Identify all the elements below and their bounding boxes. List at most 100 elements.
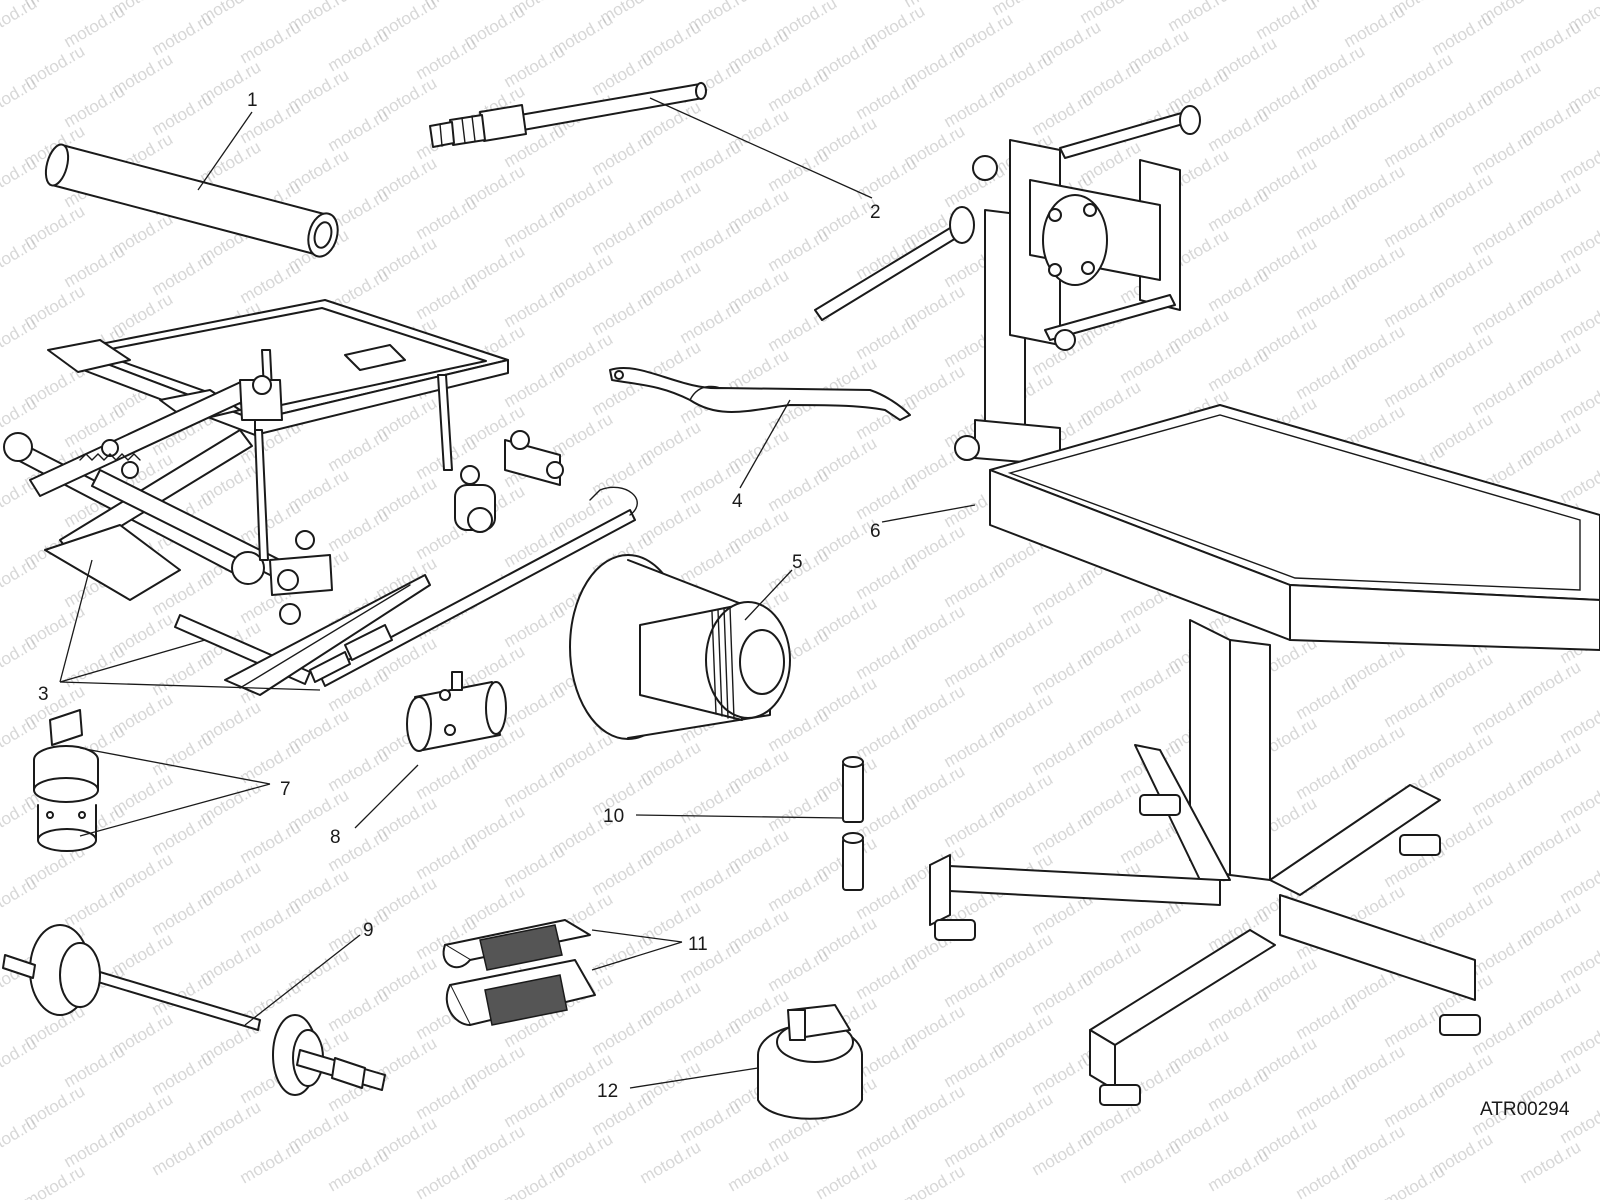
- watermark-text: motod.ru: [765, 145, 833, 195]
- watermark-text: motod.ru: [1117, 1137, 1185, 1187]
- watermark-text: motod.ru: [413, 193, 481, 243]
- watermark-text: motod.ru: [1293, 273, 1361, 323]
- watermark-text: motod.ru: [0, 0, 40, 43]
- part-1-tube: [44, 143, 339, 258]
- drawing-code: ATR00294: [1480, 1099, 1570, 1120]
- watermark-text: motod.ru: [765, 65, 833, 115]
- part-12-socket: [757, 1004, 863, 1120]
- watermark-text: motod.ru: [0, 233, 40, 283]
- part-5-threaded-flange: [569, 554, 791, 740]
- caster-back: [239, 375, 283, 421]
- watermark-text: motod.ru: [21, 1161, 89, 1200]
- watermark-text: motod.ru: [501, 841, 569, 891]
- watermark-text: motod.ru: [61, 1121, 129, 1171]
- watermark-text: motod.ru: [501, 681, 569, 731]
- watermark-text: motod.ru: [589, 129, 657, 179]
- watermark-text: motod.ru: [677, 217, 745, 267]
- watermark-text: motod.ru: [0, 313, 40, 363]
- part-8-pin-bush: [406, 671, 507, 752]
- watermark-text: motod.ru: [61, 881, 129, 931]
- watermark-text: motod.ru: [941, 1121, 1009, 1171]
- watermark-text: motod.ru: [413, 1073, 481, 1123]
- watermark-text: motod.ru: [149, 649, 217, 699]
- watermark-text: motod.ru: [0, 873, 40, 923]
- watermark-text: motod.ru: [149, 1129, 217, 1179]
- callout-7: 7: [280, 779, 291, 800]
- watermark-text: motod.ru: [1381, 361, 1449, 411]
- watermark-text: motod.ru: [1029, 89, 1097, 139]
- part-2-rod: [429, 82, 707, 148]
- watermark-text: motod.ru: [1029, 569, 1097, 619]
- watermark-text: motod.ru: [1205, 345, 1273, 395]
- watermark-text: motod.ru: [1293, 673, 1361, 723]
- watermark-text: motod.ru: [149, 1049, 217, 1099]
- watermark-text: motod.ru: [325, 1145, 393, 1195]
- watermark-text: motod.ru: [1029, 729, 1097, 779]
- part-3-lift-stand: [3, 299, 638, 696]
- watermark-text: motod.ru: [765, 865, 833, 915]
- watermark-text: motod.ru: [637, 1137, 705, 1187]
- watermark-text: motod.ru: [0, 553, 40, 603]
- watermark-text: motod.ru: [853, 73, 921, 123]
- watermark-text: motod.ru: [1469, 689, 1537, 739]
- watermark-text: motod.ru: [501, 201, 569, 251]
- watermark-text: motod.ru: [677, 857, 745, 907]
- watermark-text: motod.ru: [149, 809, 217, 859]
- watermark-text: motod.ru: [501, 1161, 569, 1200]
- watermark-text: motod.ru: [1117, 897, 1185, 947]
- watermark-text: motod.ru: [1557, 697, 1600, 747]
- callout-5: 5: [792, 552, 803, 573]
- part-11-split-bushing: [442, 919, 596, 1026]
- callout-11: 11: [688, 934, 708, 955]
- watermark-text: motod.ru: [765, 945, 833, 995]
- watermark-text: motod.ru: [1029, 1049, 1097, 1099]
- watermark-text: motod.ru: [501, 281, 569, 331]
- watermark-text: motod.ru: [589, 849, 657, 899]
- watermark-text: motod.ru: [1029, 809, 1097, 859]
- watermark-text: motod.ru: [589, 49, 657, 99]
- watermark-text: motod.ru: [1381, 1081, 1449, 1131]
- watermark-text: motod.ru: [0, 73, 40, 123]
- watermark-text: motod.ru: [325, 425, 393, 475]
- watermark-text: motod.ru: [1381, 281, 1449, 331]
- callout-1: 1: [247, 90, 258, 111]
- part-9-puller: [2, 924, 386, 1096]
- watermark-text: motod.ru: [677, 137, 745, 187]
- part-7-fitting: [33, 709, 99, 852]
- watermark-text: motod.ru: [853, 713, 921, 763]
- watermark-text: motod.ru: [413, 33, 481, 83]
- watermark-text: motod.ru: [677, 1097, 745, 1147]
- watermark-text: motod.ru: [325, 745, 393, 795]
- watermark-text: motod.ru: [149, 249, 217, 299]
- watermark-text: motod.ru: [1469, 209, 1537, 259]
- watermark-text: motod.ru: [1469, 769, 1537, 819]
- watermark-text: motod.ru: [1293, 753, 1361, 803]
- watermark-text: motod.ru: [765, 785, 833, 835]
- part-10-pins: [842, 756, 864, 891]
- watermark-text: motod.ru: [413, 753, 481, 803]
- watermark-text: motod.ru: [1293, 993, 1361, 1043]
- watermark-text: motod.ru: [61, 81, 129, 131]
- watermark-text: motod.ru: [1029, 969, 1097, 1019]
- callout-6: 6: [870, 521, 881, 542]
- watermark-text: motod.ru: [941, 561, 1009, 611]
- watermark-text: motod.ru: [149, 889, 217, 939]
- watermark-text: motod.ru: [765, 705, 833, 755]
- watermark-text: motod.ru: [1205, 265, 1273, 315]
- watermark-text: motod.ru: [1557, 1017, 1600, 1067]
- callout-9: 9: [363, 920, 374, 941]
- watermark-text: motod.ru: [61, 241, 129, 291]
- watermark-text: motod.ru: [1381, 201, 1449, 251]
- caster-rear: [454, 465, 496, 533]
- watermark-text: motod.ru: [325, 25, 393, 75]
- watermark-text: motod.ru: [813, 1153, 881, 1200]
- watermark-text: motod.ru: [1557, 137, 1600, 187]
- watermark-text: motod.ru: [941, 1041, 1009, 1091]
- callout-10: 10: [603, 806, 624, 827]
- watermark-text: motod.ru: [237, 897, 305, 947]
- watermark-text: motod.ru: [1117, 337, 1185, 387]
- watermark-text: motod.ru: [1205, 1145, 1273, 1195]
- watermark-text: motod.ru: [1205, 105, 1273, 155]
- watermark-text: motod.ru: [1341, 1, 1409, 51]
- watermark-text: motod.ru: [0, 633, 40, 683]
